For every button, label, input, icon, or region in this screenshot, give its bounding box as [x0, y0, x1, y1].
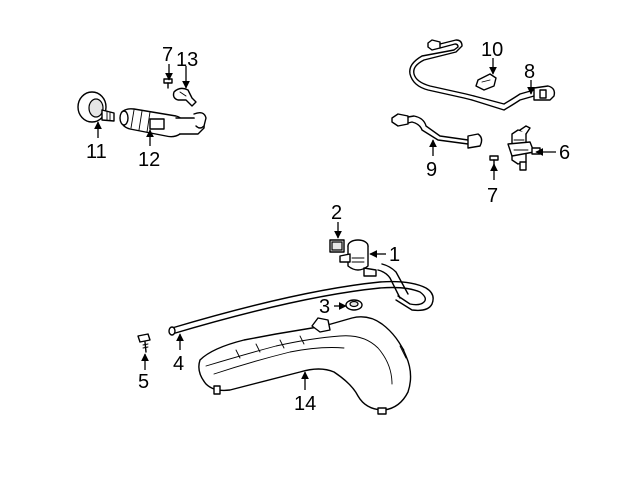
callout-3: 3	[319, 296, 330, 318]
screw-part-5	[137, 333, 151, 353]
callout-7-right: 7	[487, 185, 498, 207]
valve-part-6	[507, 125, 541, 171]
callout-11: 11	[86, 141, 107, 163]
hose-part-8	[409, 39, 556, 111]
washer-pump-part-1	[339, 239, 377, 277]
callout-14: 14	[294, 393, 316, 415]
callout-2: 2	[331, 202, 342, 224]
hose-part-9	[391, 113, 483, 149]
callout-1: 1	[389, 244, 400, 266]
leader-arrows	[94, 58, 556, 390]
callout-4: 4	[173, 353, 184, 375]
seal-part-3	[345, 299, 363, 311]
clip-part-13	[172, 87, 197, 107]
callout-labels: 7 13 11 12 10 8 9 6 7 2 1 3 4 5 14	[86, 39, 570, 415]
callout-8: 8	[524, 61, 535, 83]
grommet-part-2	[329, 239, 345, 253]
callout-7-top: 7	[162, 44, 173, 66]
callout-12: 12	[138, 149, 160, 171]
callout-9: 9	[426, 159, 437, 181]
callout-13: 13	[176, 49, 198, 71]
screw-part-7-right	[489, 155, 499, 167]
screw-part-7-top	[163, 78, 173, 89]
washer-nozzle-assembly-part-12	[119, 108, 207, 138]
washer-hose-part-4	[168, 263, 434, 336]
callout-5: 5	[138, 371, 149, 393]
washer-nozzle-cap-part-11	[77, 91, 115, 123]
callout-10: 10	[481, 39, 503, 61]
washer-reservoir-part-14	[198, 316, 412, 415]
clip-part-10	[475, 73, 497, 91]
callout-6: 6	[559, 142, 570, 164]
